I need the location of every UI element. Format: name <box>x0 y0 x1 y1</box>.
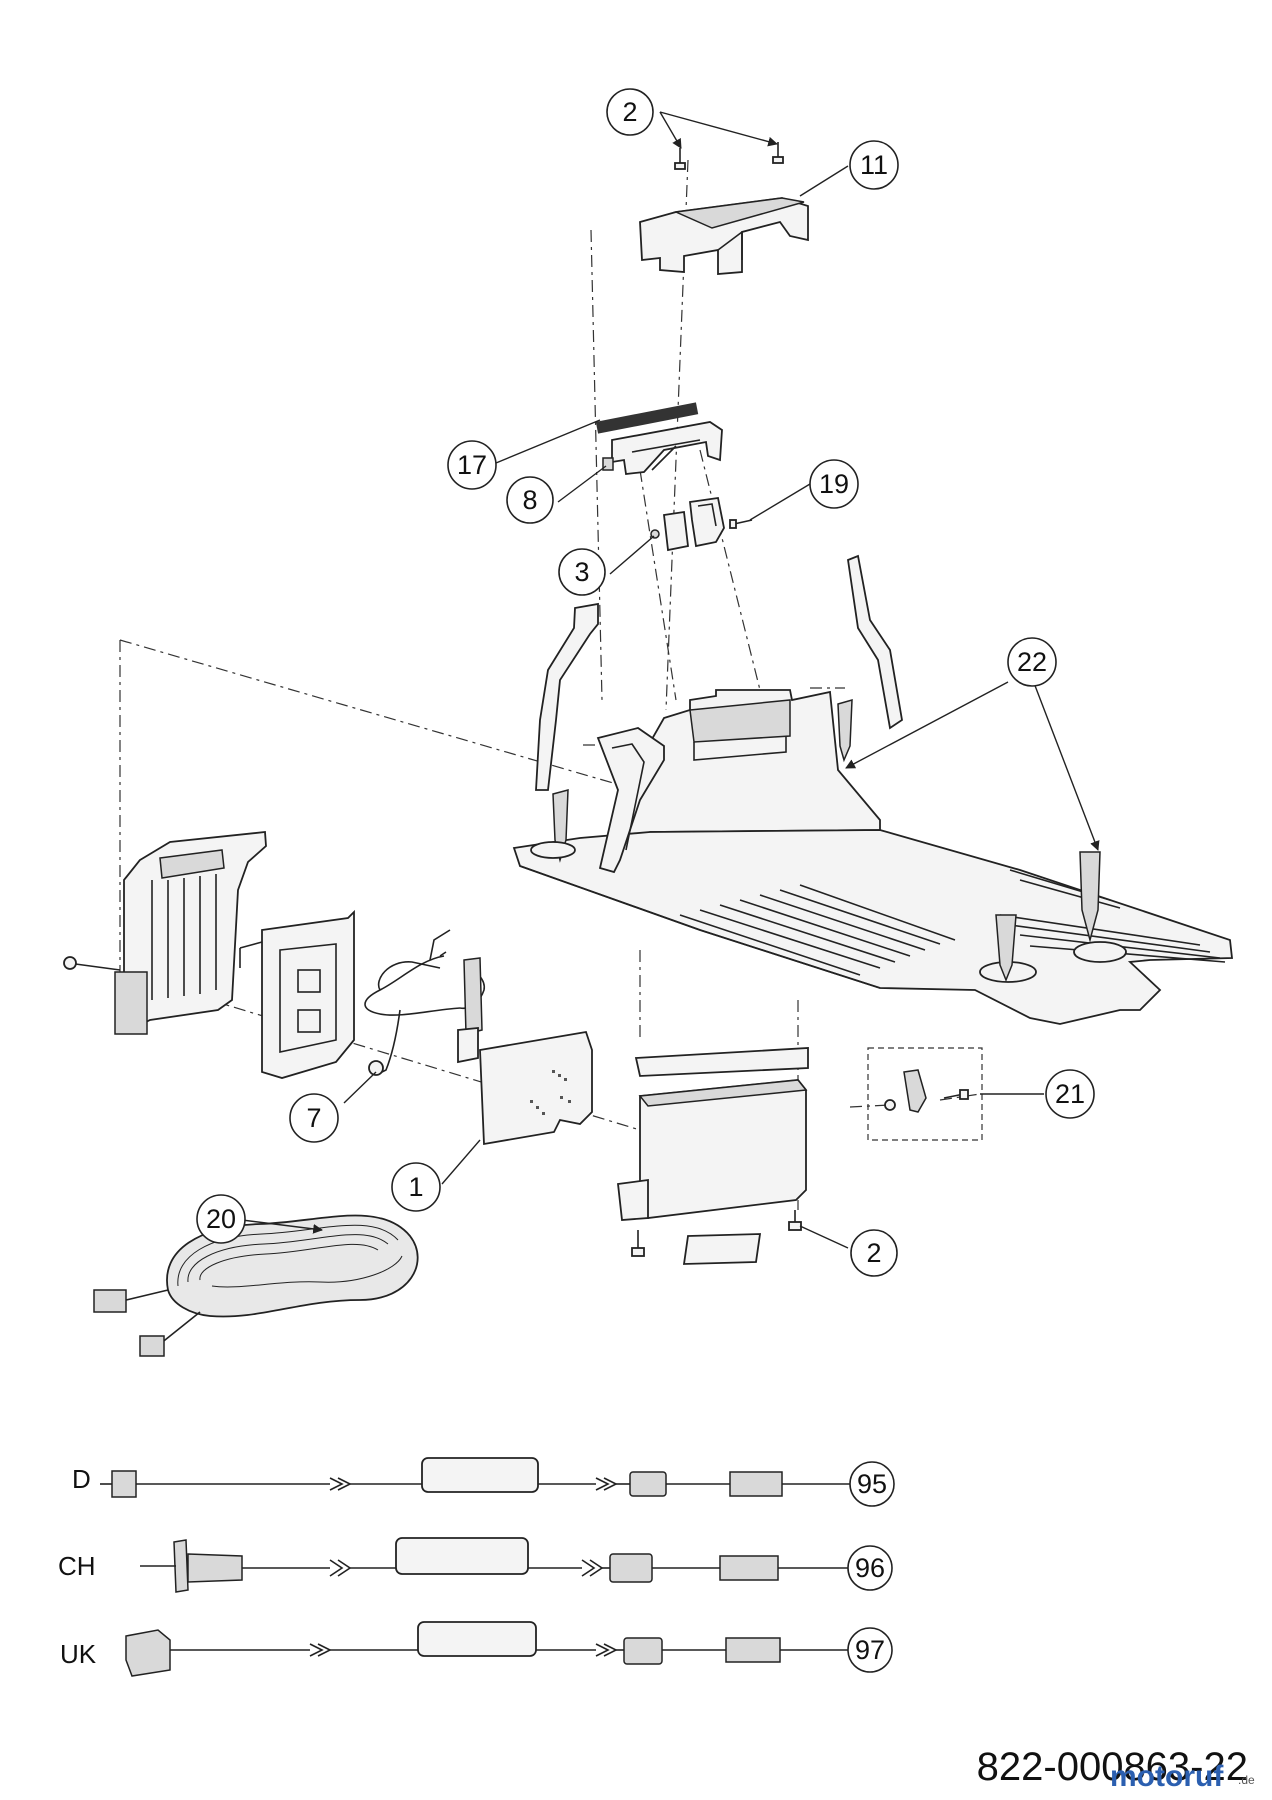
svg-text:2: 2 <box>866 1238 881 1268</box>
coiled-cable-part-20 <box>93 1214 419 1357</box>
callout-95: 95 <box>849 1461 895 1507</box>
leader-lines <box>241 111 1100 1249</box>
region-label-uk: UK <box>60 1639 97 1669</box>
upper-bracket-part-17 <box>595 402 723 475</box>
callout-8: 8 <box>506 476 554 524</box>
svg-text:19: 19 <box>819 469 849 499</box>
svg-text:20: 20 <box>206 1204 236 1234</box>
power-adapter-96 <box>140 1537 848 1593</box>
left-housing <box>63 831 267 1035</box>
svg-text:1: 1 <box>408 1172 423 1202</box>
part-21-kit <box>867 1047 983 1141</box>
power-adapter-97 <box>125 1621 848 1677</box>
wiring-harness <box>364 929 486 1076</box>
watermark-text: motoruf <box>1110 1760 1224 1793</box>
callout-19: 19 <box>809 459 859 509</box>
svg-text:95: 95 <box>857 1469 887 1499</box>
svg-text:2: 2 <box>622 97 637 127</box>
callout-21: 21 <box>1045 1069 1095 1119</box>
power-supply-box <box>617 1047 809 1265</box>
pcb-mounting-plate <box>239 909 355 1079</box>
document-number: 822-000863-22 <box>977 1745 1248 1789</box>
svg-text:8: 8 <box>522 485 537 515</box>
callout-96: 96 <box>847 1545 893 1591</box>
callout-97: 97 <box>847 1627 893 1673</box>
svg-text:11: 11 <box>860 150 888 180</box>
clip-part-19 <box>650 496 753 552</box>
callout-1: 1 <box>391 1162 441 1212</box>
callout-2-bottom: 2 <box>850 1229 898 1277</box>
region-label-d: D <box>72 1464 91 1494</box>
callout-11: 11 <box>849 140 899 190</box>
watermark-logo: motoruf .de <box>1110 1760 1255 1793</box>
callout-20: 20 <box>196 1194 246 1244</box>
callout-22: 22 <box>1007 637 1057 687</box>
svg-text:96: 96 <box>855 1553 885 1583</box>
power-adapter-95 <box>100 1457 850 1498</box>
pcb-part-1 <box>479 1030 593 1146</box>
svg-text:7: 7 <box>306 1103 321 1133</box>
region-label-ch: CH <box>58 1551 96 1581</box>
svg-text:17: 17 <box>457 450 487 480</box>
top-cover-part-11 <box>639 142 809 275</box>
svg-text:22: 22 <box>1017 647 1047 677</box>
callout-7: 7 <box>289 1093 339 1143</box>
callout-17: 17 <box>447 440 497 490</box>
callout-3: 3 <box>558 548 606 596</box>
watermark-suffix: .de <box>1238 1773 1255 1787</box>
callout-2-top: 2 <box>606 88 654 136</box>
svg-text:97: 97 <box>855 1635 885 1665</box>
svg-text:3: 3 <box>574 557 589 587</box>
svg-text:21: 21 <box>1055 1079 1085 1109</box>
base-plate-part-22 <box>512 554 1234 1025</box>
